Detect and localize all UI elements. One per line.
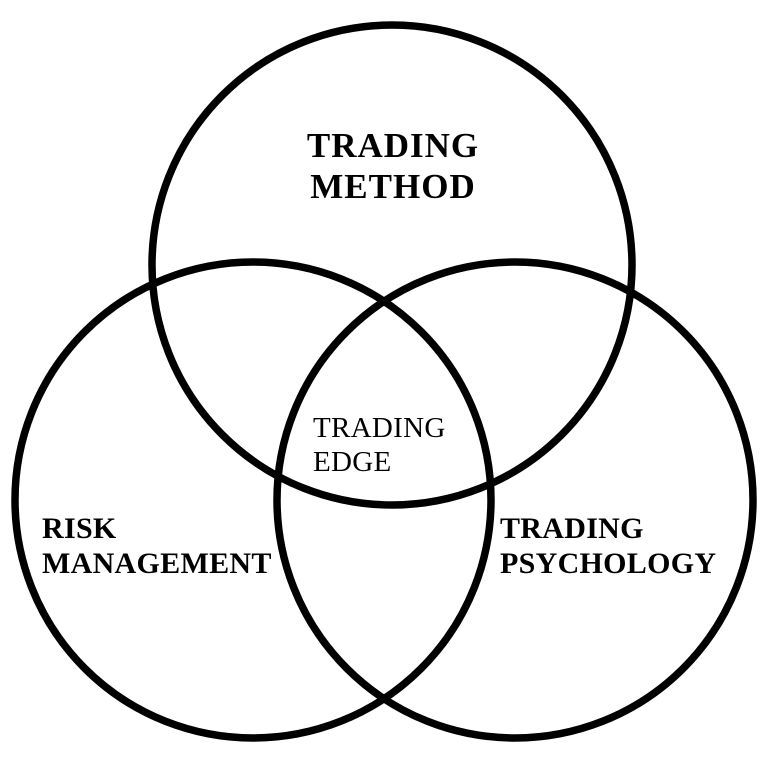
circle-risk-management <box>11 258 495 742</box>
label-trading-method: TRADING METHOD <box>306 126 480 206</box>
circle-trading-psychology <box>273 258 757 742</box>
label-trading-psychology: TRADING PSYCHOLOGY <box>500 512 717 580</box>
label-trading-edge: TRADING EDGE <box>313 412 446 478</box>
circle-trading-method <box>148 21 636 509</box>
label-risk-management: RISK MANAGEMENT <box>42 512 272 580</box>
